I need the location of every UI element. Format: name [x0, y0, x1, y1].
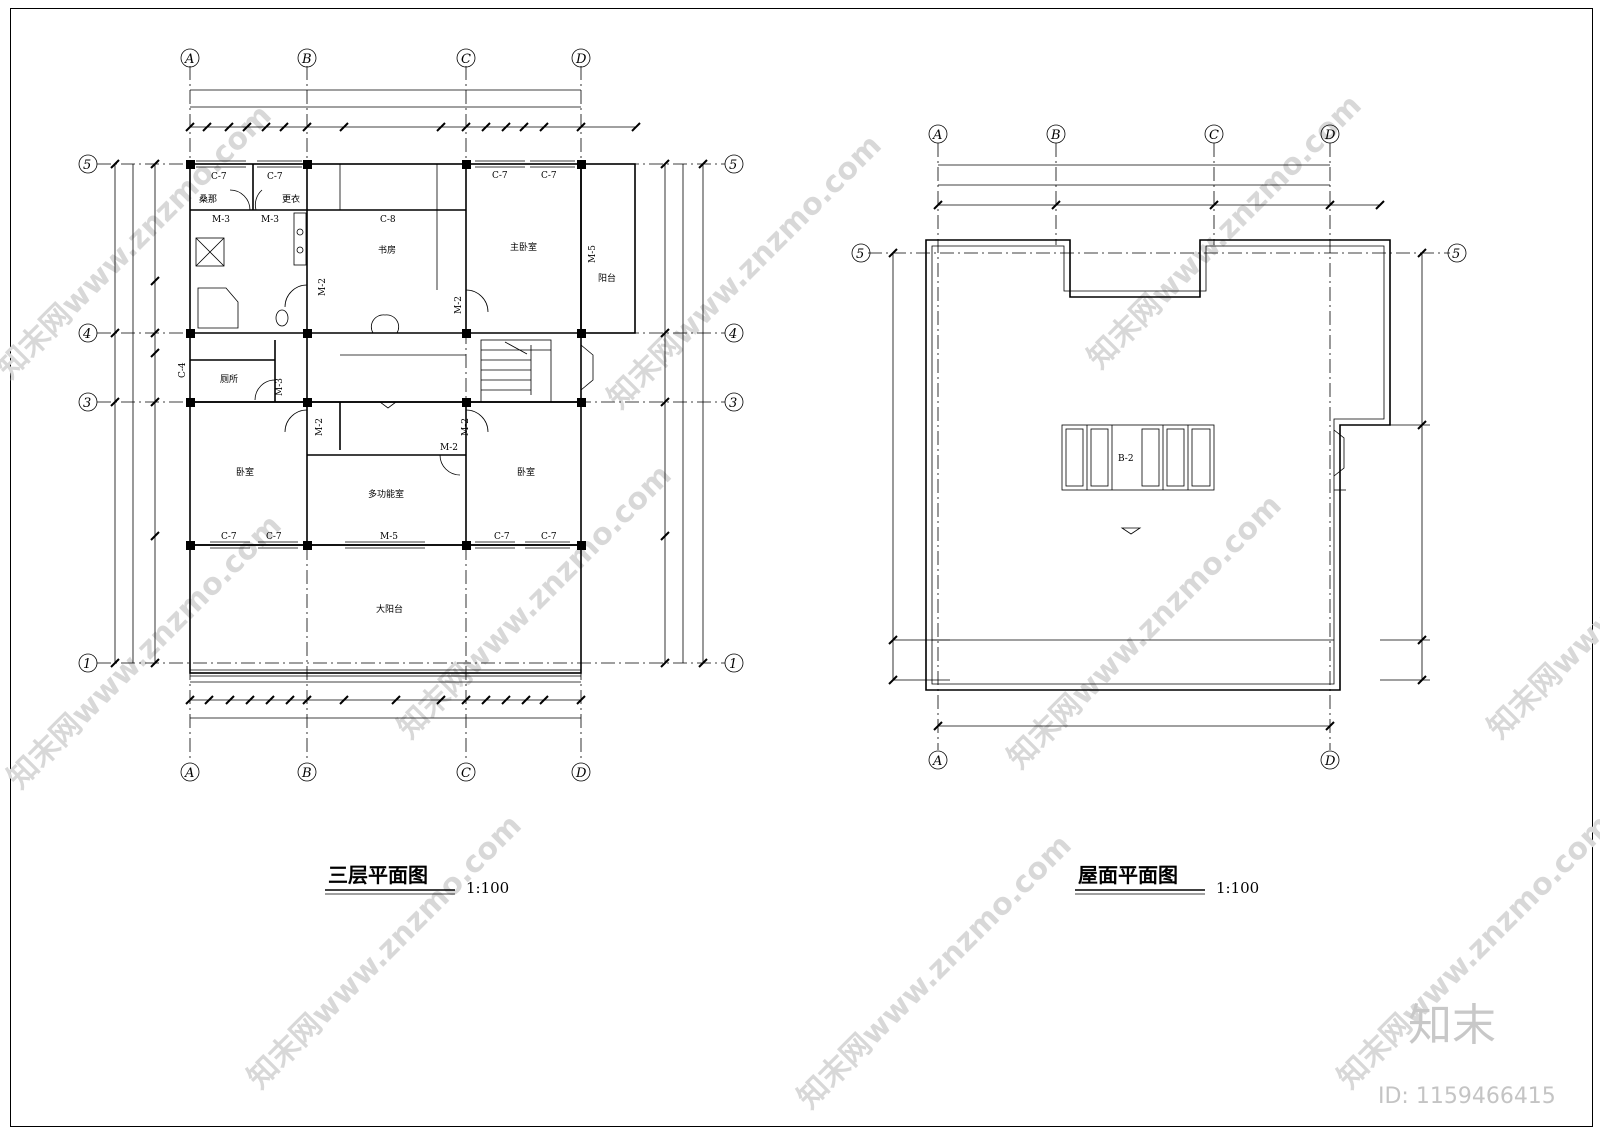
dimension-ticks — [110, 122, 708, 705]
door-mark: M-5 — [380, 532, 398, 542]
axis-bubbles: A B C D A D 5 5 — [851, 124, 1467, 770]
axis-label: A — [932, 128, 942, 143]
level-mark — [1120, 527, 1142, 535]
room-label-big-balcony: 大阳台 — [376, 603, 403, 615]
axis-label: C — [461, 52, 471, 67]
door-mark: M-2 — [440, 443, 458, 453]
axis-label: 5 — [83, 158, 91, 173]
axis-label: D — [1324, 128, 1336, 143]
axis-label: 5 — [1452, 247, 1460, 262]
room-label-bedroom-right: 卧室 — [517, 466, 535, 478]
axis-label: 3 — [729, 396, 737, 411]
watermark-text: 知末网www.znzmo.com — [241, 808, 529, 1096]
room-label-balcony: 阳台 — [598, 272, 616, 284]
axis-label: 5 — [856, 247, 864, 262]
room-label-multi-room: 多功能室 — [368, 488, 404, 500]
door-mark: M-3 — [261, 215, 279, 225]
drawing-scale: 1:100 — [1216, 879, 1259, 897]
room-labels: 桑那 更衣 书房 主卧室 阳台 厕所 卧室 卧室 多功能室 大阳台 — [199, 193, 616, 615]
drawing-title: 屋面平面图 — [1078, 863, 1178, 887]
room-label-bedroom-left: 卧室 — [236, 466, 254, 478]
window-mark: C-7 — [494, 532, 510, 542]
door-mark: M-3 — [275, 378, 285, 396]
watermark-text: 知末网www.znzmo.com — [601, 128, 889, 416]
watermark-text: 知末网www.znzmo.com — [391, 458, 679, 746]
axis-label: D — [575, 52, 587, 67]
structural-columns — [186, 160, 586, 550]
axis-label: B — [301, 52, 312, 67]
window-mark: C-8 — [380, 215, 396, 225]
walls — [189, 163, 636, 677]
window-mark: C-7 — [266, 532, 282, 542]
door-mark: M-5 — [588, 245, 598, 263]
axis-label: 3 — [83, 396, 91, 411]
axis-label: 4 — [82, 327, 91, 342]
axis-label: 1 — [83, 657, 91, 672]
door-mark: M-2 — [454, 296, 464, 314]
watermark-text: 知末网www.znzmo.com — [1, 508, 289, 796]
door-mark: M-2 — [461, 418, 471, 436]
third-floor-plan: 桑那 更衣 书房 主卧室 阳台 厕所 卧室 卧室 多功能室 大阳台 C-7 C-… — [78, 48, 744, 897]
dimension-lines — [888, 164, 1430, 731]
drawing-title: 三层平面图 — [328, 863, 428, 887]
opening-marks: C-7 C-7 C-7 C-7 C-7 C-7 C-7 C-7 C-8 C-4 … — [178, 171, 598, 542]
axis-label: A — [184, 52, 194, 67]
watermark-text: 知末网www.znzmo.com — [0, 98, 279, 386]
roof-plan: B-2 A B C D A D 5 5 屋面平面图 1:100 — [851, 124, 1467, 897]
dimension-lines — [114, 89, 704, 719]
axis-label: C — [1209, 128, 1219, 143]
watermark-text: 知末网www.znzmo.com — [1481, 458, 1600, 746]
axis-label: 5 — [729, 158, 737, 173]
bathroom-fixtures — [195, 212, 400, 334]
room-label-master-bedroom: 主卧室 — [510, 241, 537, 253]
axis-label: D — [1324, 754, 1336, 769]
roof-outline — [925, 239, 1391, 691]
watermark-text: 知末网www.znzmo.com — [791, 828, 1079, 1116]
roof-hatch: B-2 — [1061, 424, 1215, 491]
axis-label: A — [184, 766, 194, 781]
axis-label: D — [575, 766, 587, 781]
door-mark: M-2 — [318, 278, 328, 296]
window-mark: C-7 — [492, 171, 508, 181]
door-mark: M-2 — [315, 418, 325, 436]
windows — [196, 160, 575, 549]
door-mark: M-3 — [212, 215, 230, 225]
window-mark: C-7 — [221, 532, 237, 542]
window-mark: C-7 — [267, 172, 283, 182]
axis-label: B — [1050, 128, 1061, 143]
watermark-layer: 知末网www.znzmo.com 知末网www.znzmo.com 知末网www… — [0, 88, 1600, 1116]
axis-label: 4 — [728, 327, 737, 342]
room-label-study: 书房 — [378, 244, 396, 256]
room-label-dressing: 更衣 — [282, 193, 300, 205]
drawing-frame — [10, 8, 1593, 1127]
axis-label: A — [932, 754, 942, 769]
level-mark — [378, 401, 398, 409]
axis-bubbles: A B C D A B C D 5 4 3 1 5 4 3 1 — [78, 48, 744, 782]
room-label-bath: 桑那 — [199, 194, 217, 205]
watermark-text: 知末网www.znzmo.com — [1001, 488, 1289, 776]
hatch-label: B-2 — [1118, 454, 1134, 464]
axis-label: 1 — [729, 657, 737, 672]
window-mark: C-4 — [178, 362, 188, 378]
drawing-scale: 1:100 — [466, 879, 509, 897]
image-id: ID: 1159466415 — [1378, 1084, 1556, 1109]
window-mark: C-7 — [541, 532, 557, 542]
staircase — [480, 339, 594, 403]
door-swings — [229, 189, 489, 476]
brand-logo: 知末 — [1408, 1000, 1496, 1051]
window-mark: C-7 — [211, 172, 227, 182]
axis-label: C — [461, 766, 471, 781]
watermark-text: 知末网www.znzmo.com — [1331, 808, 1600, 1096]
room-label-toilet: 厕所 — [220, 374, 238, 385]
axis-label: B — [301, 766, 312, 781]
window-mark: C-7 — [541, 171, 557, 181]
